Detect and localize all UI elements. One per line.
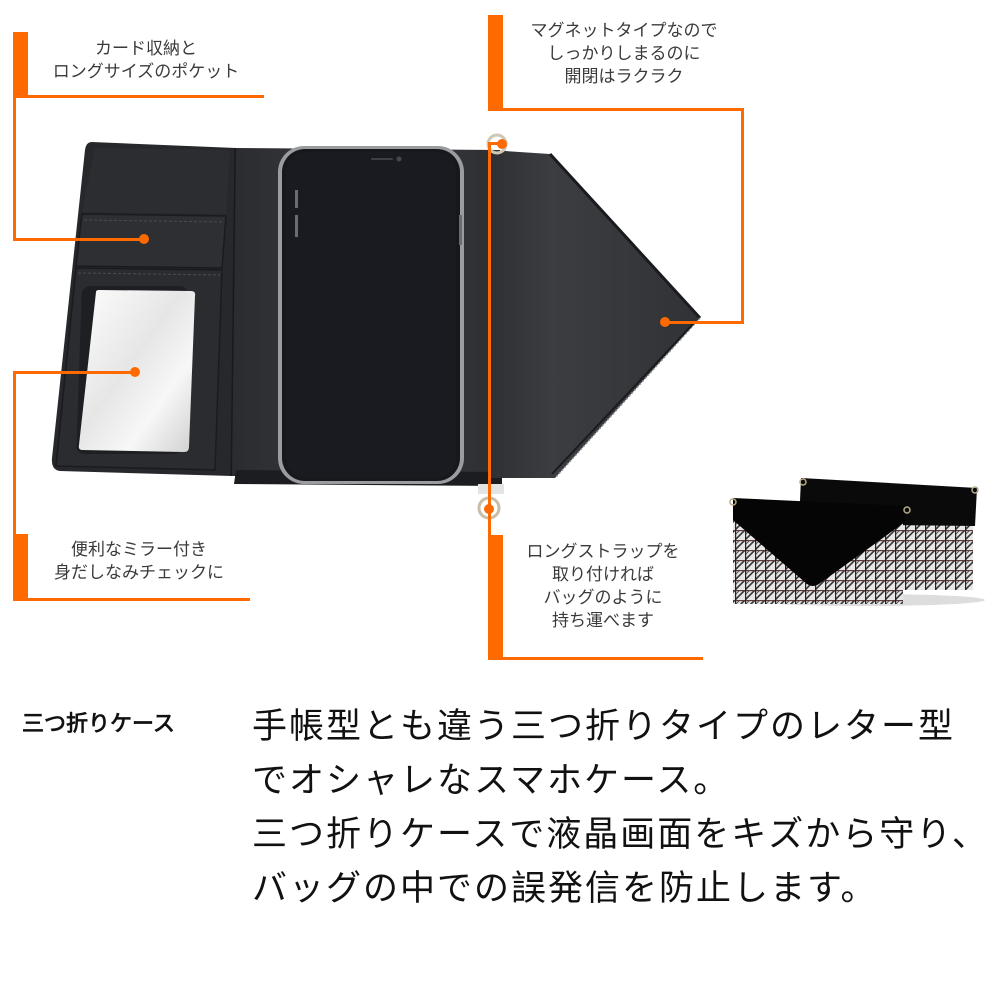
callout-line: 取り付ければ	[552, 565, 654, 585]
callout-leader-card-pocket-v	[13, 97, 16, 240]
callout-dot-strap-bottom	[484, 504, 494, 514]
callout-strap: ロングストラップを 取り付ければ バッグのように 持ち運べます	[505, 541, 701, 633]
smartphone	[278, 146, 464, 484]
callout-line: しっかりしまるのに	[547, 44, 701, 64]
callout-bar-strap	[488, 535, 503, 660]
open-case-product-image	[51, 133, 702, 520]
callout-bar-magnet	[488, 15, 503, 111]
callout-line: 開閉はラクラク	[564, 67, 684, 87]
callout-mirror: 便利なミラー付き 身だしなみチェックに	[30, 539, 248, 585]
description-line: でオシャレなスマホケース。	[252, 761, 731, 801]
callout-underline-card-pocket	[13, 95, 264, 98]
magnetic-flap	[490, 150, 702, 479]
callout-leader-magnet-h	[666, 321, 744, 324]
closed-case-inset-image	[729, 478, 985, 606]
callout-underline-mirror	[13, 598, 250, 601]
callout-leader-strap-top-h	[488, 142, 500, 145]
callout-magnet: マグネットタイプなので しっかりしまるのに 開閉はラクラク	[505, 20, 743, 89]
product-type-label: 三つ折りケース	[22, 712, 175, 737]
callout-leader-strap-v	[488, 142, 491, 660]
callout-line: ロングストラップを	[526, 542, 680, 562]
callout-line: マグネットタイプなので	[530, 21, 718, 41]
callout-line: バッグのように	[543, 588, 663, 608]
callout-line: カード収納と	[95, 39, 197, 59]
callout-leader-mirror-v	[13, 371, 16, 601]
callout-line: 便利なミラー付き	[71, 540, 207, 560]
callout-line: 持ち運べます	[552, 611, 654, 631]
callout-leader-card-pocket-h	[13, 238, 143, 241]
callout-leader-magnet-v	[741, 108, 744, 324]
callout-dot-mirror	[130, 367, 140, 377]
product-description: 手帳型とも違う三つ折りタイプのレター型 でオシャレなスマホケース。 三つ折りケー…	[252, 700, 989, 916]
callout-line: 身だしなみチェックに	[54, 563, 224, 583]
description-line: 三つ折りケースで液晶画面をキズから守り、	[252, 815, 989, 855]
callout-underline-magnet	[488, 108, 744, 111]
description-line: 手帳型とも違う三つ折りタイプのレター型	[252, 707, 956, 747]
callout-bar-card-pocket	[13, 32, 28, 97]
callout-leader-mirror-h	[13, 371, 135, 374]
callout-bar-mirror	[13, 534, 28, 601]
callout-underline-strap	[488, 657, 703, 660]
card-panel	[51, 142, 238, 477]
callout-line: ロングサイズのポケット	[52, 62, 240, 82]
callout-dot-magnet	[660, 317, 670, 327]
description-line: バッグの中での誤発信を防止します。	[252, 869, 878, 909]
callout-card-pocket: カード収納と ロングサイズのポケット	[30, 38, 262, 84]
callout-dot-card-pocket	[139, 234, 149, 244]
callout-dot-strap-top	[497, 139, 507, 149]
